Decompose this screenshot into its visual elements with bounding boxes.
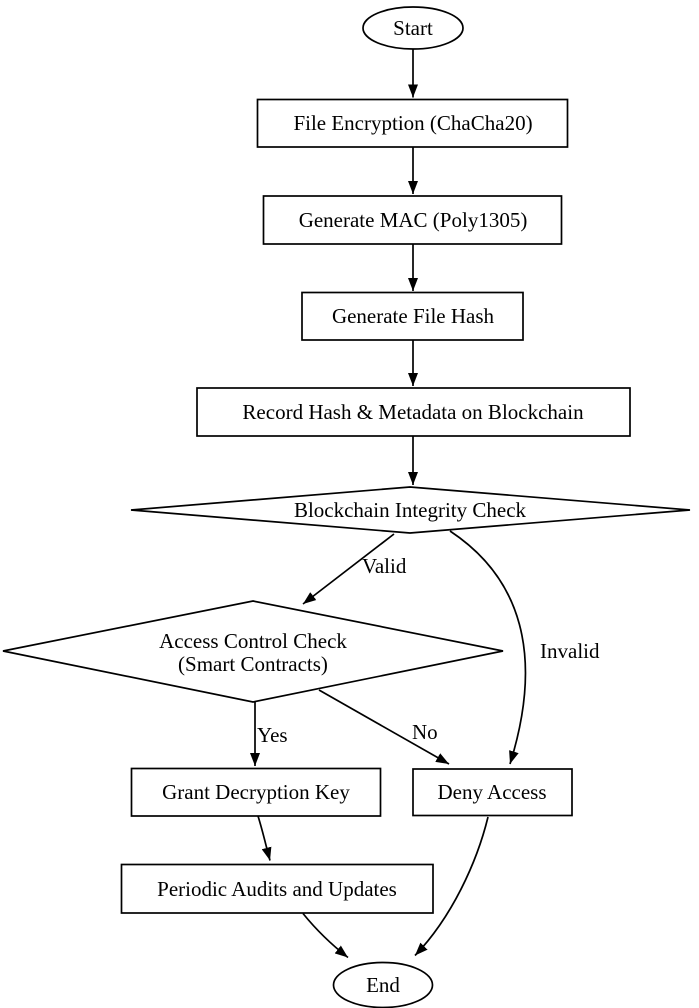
blockchain-integrity-label: Blockchain Integrity Check xyxy=(294,498,527,522)
edge-label-invalid: Invalid xyxy=(540,639,600,663)
edge-label-no: No xyxy=(412,720,438,744)
file-encryption-box xyxy=(256,98,569,148)
generate-file-hash-label: Generate File Hash xyxy=(332,304,495,328)
node-generate-file-hash: Generate File Hash xyxy=(301,291,524,341)
grant-decryption-key-label: Grant Decryption Key xyxy=(162,780,350,804)
access-control-label-line2: (Smart Contracts) xyxy=(178,652,328,676)
generate-mac-label: Generate MAC (Poly1305) xyxy=(299,208,528,232)
start-ellipse xyxy=(362,6,464,50)
edge-label-yes: Yes xyxy=(257,723,288,747)
access-control-diamond xyxy=(2,600,504,703)
edge-label-valid: Valid xyxy=(362,554,407,578)
record-hash-label: Record Hash & Metadata on Blockchain xyxy=(242,400,584,424)
generate-file-hash-box xyxy=(301,291,524,341)
edge-grant-key-to-periodic-audits xyxy=(257,815,272,861)
node-blockchain-integrity-check: Blockchain Integrity Check xyxy=(130,486,691,534)
node-access-control-check: Access Control Check (Smart Contracts) xyxy=(2,600,504,703)
periodic-audits-box xyxy=(120,863,434,914)
edge-valid-to-access-control-check: Valid xyxy=(302,533,407,605)
edge-no-to-deny-access: No xyxy=(318,689,450,765)
edge-periodic-audits-to-end xyxy=(302,912,349,959)
end-label: End xyxy=(366,973,400,997)
node-generate-mac: Generate MAC (Poly1305) xyxy=(262,195,563,245)
edge-line xyxy=(449,530,527,765)
edge-yes-to-grant-decryption-key: Yes xyxy=(250,702,288,766)
deny-access-box xyxy=(412,768,573,817)
edge-line xyxy=(318,689,450,765)
file-encryption-label: File Encryption (ChaCha20) xyxy=(293,111,532,135)
deny-access-label: Deny Access xyxy=(437,780,546,804)
edge-line xyxy=(302,912,349,959)
access-control-label-line1: Access Control Check xyxy=(159,629,347,653)
node-file-encryption: File Encryption (ChaCha20) xyxy=(256,98,569,148)
edge-line xyxy=(302,533,395,605)
node-start: Start xyxy=(362,6,464,50)
node-deny-access: Deny Access xyxy=(412,768,573,817)
start-label: Start xyxy=(393,16,433,40)
edge-line xyxy=(414,816,489,957)
blockchain-integrity-diamond xyxy=(130,486,691,534)
record-hash-box xyxy=(196,387,631,437)
node-record-hash: Record Hash & Metadata on Blockchain xyxy=(196,387,631,437)
node-grant-decryption-key: Grant Decryption Key xyxy=(130,767,382,817)
node-end: End xyxy=(332,961,434,1008)
edge-line xyxy=(257,815,272,861)
edge-deny-access-to-end xyxy=(414,816,489,957)
grant-decryption-key-box xyxy=(130,767,382,817)
generate-mac-box xyxy=(262,195,563,245)
edge-invalid-to-deny-access: Invalid xyxy=(449,530,600,765)
periodic-audits-label: Periodic Audits and Updates xyxy=(157,877,397,901)
node-periodic-audits: Periodic Audits and Updates xyxy=(120,863,434,914)
